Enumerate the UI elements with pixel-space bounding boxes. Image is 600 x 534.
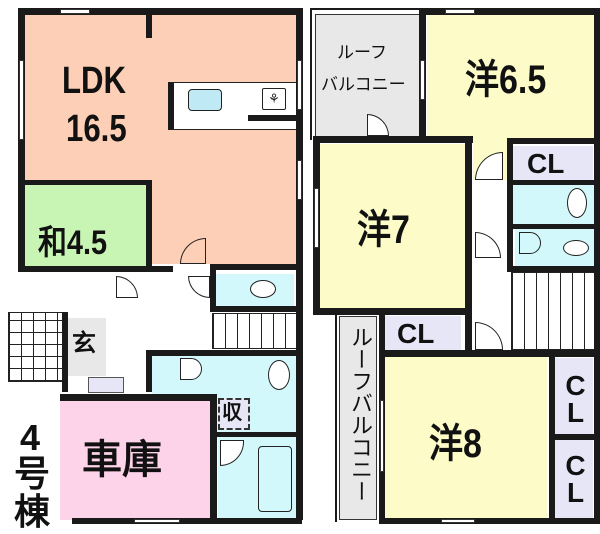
garage [60,400,212,520]
roof-balcony-side [339,316,377,520]
window [314,188,319,248]
toilet-2f-door[interactable] [519,232,541,254]
closet-8b-label[interactable]: CL [560,450,591,504]
closet-6-5-label[interactable]: CL [527,148,565,179]
washbasin-icon [268,360,290,390]
wall [313,136,473,143]
floor-2-plan: ルーフ バルコニー 洋6.5 CL 洋7 CL ルーフバルコニー 洋8 CL C… [305,0,600,534]
wall [465,136,472,350]
room-8 [383,356,547,518]
window [297,160,302,200]
ldk-room-lower [150,184,299,264]
closet-7 [383,316,461,350]
wall [146,8,152,38]
wall [60,394,216,401]
wall [507,180,600,185]
closet-8a-label[interactable]: CL [560,370,591,424]
stairs-2f [511,272,597,350]
wall [507,138,513,272]
garage-label: 車庫 [82,438,162,482]
window [60,9,90,14]
window [297,60,302,110]
window [445,9,475,14]
wall [379,350,600,357]
room-7 [319,144,469,310]
wall [210,394,217,520]
toilet-2f-icon [563,240,589,256]
kitchen-sink-icon [188,89,222,111]
wall [72,518,302,524]
roof-balcony-top-line2: バルコニー [321,75,406,94]
storage-closet [218,398,250,430]
counter-wall [248,115,300,121]
closet-6-5 [513,146,593,180]
closet-7-label[interactable]: CL [397,318,435,349]
window [19,60,24,140]
bathtub-icon [258,446,292,512]
building-mune: 棟 [14,491,51,532]
storage-label: 収 [222,402,242,424]
shoe-closet [88,377,124,393]
toilet-icon [250,280,276,298]
wall [62,312,68,392]
wall [419,8,600,15]
wall [379,518,600,524]
wall [335,312,337,522]
wall [216,432,302,437]
entrance-label: 玄 [72,330,96,357]
wall [210,264,302,270]
building-go: 号 [14,453,51,494]
closet-8b [555,440,593,518]
ldk-size: 16.5 [66,108,127,150]
room-6-5-label: 洋6.5 [465,58,547,102]
wall [18,266,173,272]
window [134,519,180,523]
wall [549,434,599,440]
room-6-5 [427,14,595,140]
wall [146,350,302,356]
roof-balcony-top-line1: ルーフ [337,43,387,62]
stairs-1f [212,313,298,349]
wall [18,8,302,15]
hall-2f [473,180,513,350]
room-7-label: 洋7 [357,208,410,252]
window [420,60,425,100]
window [380,400,384,472]
wall [210,264,216,312]
wall [511,266,600,272]
wall [313,308,471,315]
wall [146,180,152,270]
roof-balcony-side-label: ルーフバルコニー [348,326,373,502]
stove-icon: ⚘ [262,88,286,110]
wall [18,180,152,185]
wall [511,224,600,229]
washroom-door[interactable] [180,358,202,380]
washitsu-label: 和4.5 [38,224,108,262]
wall [310,8,420,10]
wall [146,350,152,392]
entrance-steps [8,312,64,382]
window [441,519,475,523]
wall [594,8,600,520]
closet-8a [555,358,593,434]
entrance-genkan [68,318,106,376]
floor-1-plan: LDK 16.5 ⚘ 和4.5 玄 収 車庫 4 号 棟 [8,8,303,532]
washitsu-room [24,184,150,270]
ldk-name: LDK [62,60,127,102]
wall [210,306,302,312]
wall [507,138,600,144]
building-number: 4 [20,417,41,458]
room-8-label: 洋8 [429,422,482,466]
wall [310,8,312,140]
washbasin-2f-icon [567,188,587,218]
